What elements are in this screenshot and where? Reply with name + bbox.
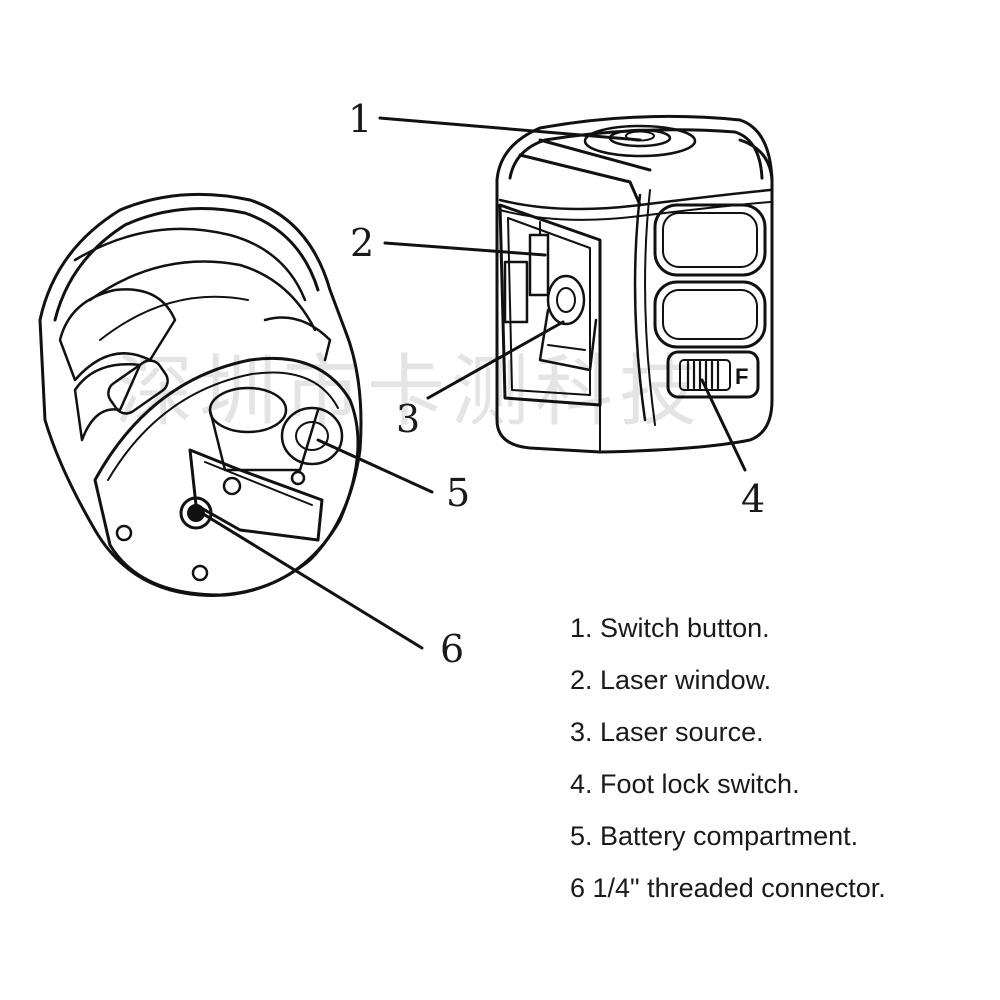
battery-compartment-graphic	[208, 316, 344, 472]
leader-line-5	[316, 438, 434, 494]
side-grip-panels	[633, 189, 767, 426]
laser-level-front-view: F	[495, 114, 774, 454]
watermark-text: 深圳市卡测科技	[115, 347, 703, 437]
leader-line-1	[378, 116, 642, 142]
leader-line-4	[700, 378, 747, 472]
callout-4: 4	[741, 477, 765, 521]
legend-item-foot-lock-switch: 4. Foot lock switch.	[570, 769, 800, 799]
legend-item-laser-source: 3. Laser source.	[570, 717, 764, 747]
laser-level-bottom-view	[38, 192, 363, 598]
callout-1: 1	[348, 97, 372, 141]
foot-lock-switch-graphic: F	[666, 350, 760, 399]
callout-5: 5	[446, 471, 470, 515]
callout-6: 6	[440, 627, 464, 671]
laser-source-graphic	[538, 274, 598, 372]
leader-line-2	[383, 241, 547, 257]
legend-item-switch-button: 1. Switch button.	[570, 613, 770, 643]
legend-item-laser-window: 2. Laser window.	[570, 665, 772, 695]
leader-line-6	[198, 510, 424, 650]
leader-line-3	[426, 320, 565, 400]
legend-item-battery-compartment: 5. Battery compartment.	[570, 821, 859, 851]
leader-lines	[198, 116, 747, 650]
parts-legend: 1. Switch button. 2. Laser window. 3. La…	[570, 606, 990, 918]
legend-item-threaded-connector: 6 1/4" threaded connector.	[570, 873, 886, 903]
switch-off-label: F	[735, 364, 748, 389]
callout-3: 3	[396, 397, 420, 441]
threaded-connector-graphic	[179, 496, 213, 530]
callout-2: 2	[350, 221, 374, 265]
